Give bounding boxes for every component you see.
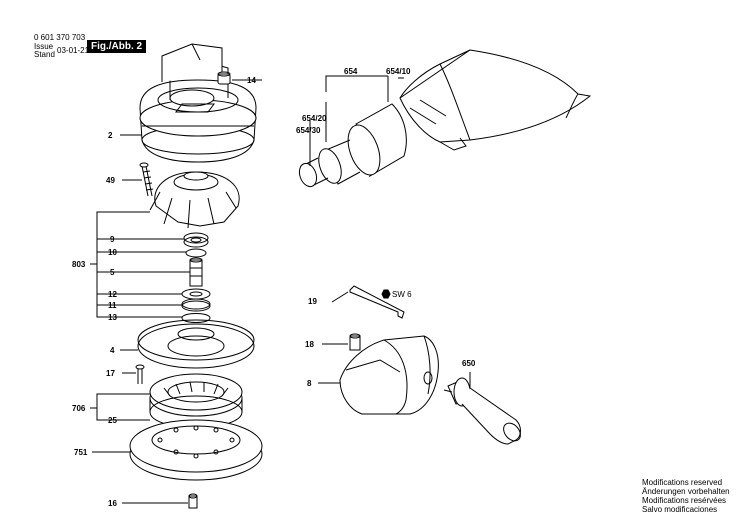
hose-adapter-part[interactable] [296, 103, 407, 189]
screw-small-part[interactable] [135, 364, 145, 384]
callout-2: 2 [108, 131, 113, 140]
dust-bag-part[interactable] [399, 49, 592, 151]
issue-label: Issue [34, 42, 54, 51]
note-line: Modifications resérvées [642, 496, 727, 505]
callout-16: 16 [108, 499, 117, 508]
callout-17: 17 [106, 369, 115, 378]
callout-9: 9 [110, 235, 115, 244]
gear-ring-part[interactable] [149, 373, 243, 429]
fan-impeller-part[interactable] [149, 171, 240, 229]
dust-hood-part[interactable] [139, 43, 257, 163]
screw-18-part[interactable] [349, 333, 361, 351]
callout-11: 11 [108, 301, 117, 310]
sanding-pad-part[interactable] [129, 419, 263, 481]
callout-4: 4 [110, 346, 115, 355]
hex-key-part[interactable] [331, 285, 405, 319]
spindle-part[interactable] [189, 257, 203, 287]
bearing-plate-part[interactable] [137, 319, 255, 369]
callout-14: 14 [247, 76, 256, 85]
callout-654-10: 654/10 [386, 67, 411, 76]
modification-notes: Modifications reserved Änderungen vorbeh… [642, 478, 730, 514]
callout-10: 10 [108, 248, 117, 257]
callout-650: 650 [462, 359, 476, 368]
ring-part[interactable] [185, 248, 207, 258]
callout-13: 13 [108, 313, 117, 322]
part-number: 0 601 370 703 [34, 33, 86, 42]
gear-housing-part[interactable] [339, 335, 439, 415]
callout-706: 706 [72, 404, 86, 413]
callout-19: 19 [308, 297, 317, 306]
issue-date: 03-01-21 [57, 46, 90, 55]
washer-part[interactable] [181, 288, 211, 300]
callout-49: 49 [106, 176, 115, 185]
bearing-part[interactable] [183, 232, 209, 248]
callout-5: 5 [110, 268, 115, 277]
note-line: Modifications reserved [642, 478, 723, 487]
screw-bottom-part[interactable] [188, 493, 198, 509]
callout-654-20: 654/20 [302, 114, 327, 123]
note-line: Änderungen vorbehalten [642, 487, 730, 496]
callout-654: 654 [344, 67, 358, 76]
callout-803: 803 [72, 260, 86, 269]
retaining-ring-part[interactable] [181, 313, 211, 323]
callout-8: 8 [307, 379, 312, 388]
callout-18: 18 [305, 340, 314, 349]
callout-654-30: 654/30 [296, 126, 321, 135]
side-handle-part[interactable] [443, 377, 524, 445]
callout-751: 751 [74, 448, 88, 457]
callout-25: 25 [108, 416, 117, 425]
screw-part[interactable] [139, 162, 154, 197]
figure-label: Fig./Abb. 2 [87, 40, 147, 53]
hex-size-label: SW 6 [392, 290, 412, 299]
stand-label: Stand [34, 50, 55, 59]
callout-12: 12 [108, 290, 117, 299]
bearing-lower-part[interactable] [181, 298, 211, 312]
hex-size-marker [381, 289, 391, 299]
cap-part[interactable] [217, 71, 231, 85]
note-line: Salvo modificaciones [642, 505, 718, 514]
